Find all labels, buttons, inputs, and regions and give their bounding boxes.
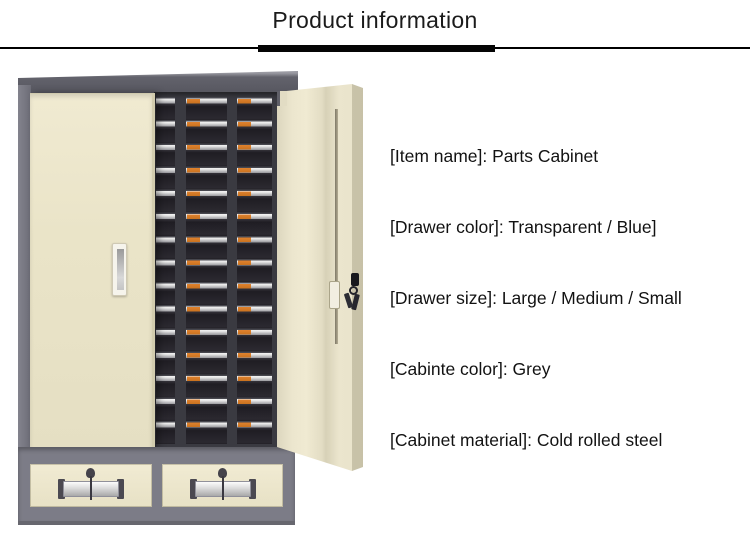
key-blade-icon: [343, 292, 354, 309]
door-latch-plate: [329, 281, 340, 309]
handle-knob: [86, 468, 95, 478]
drawer-column-right: [237, 97, 272, 444]
left-door-handle-slot: [117, 249, 124, 290]
open-right-door: [277, 83, 363, 472]
spec-drawer-size: [Drawer size]: Large / Medium / Small: [390, 288, 682, 308]
title-divider-accent: [258, 45, 495, 52]
handle-knob: [218, 468, 227, 478]
bottom-drawer-right-handle: [190, 468, 256, 504]
cabinet-left-frame: [18, 85, 31, 525]
handle-end-cap: [190, 479, 197, 499]
key-ring-icon: [349, 286, 358, 295]
key-blade-icon: [351, 293, 360, 311]
drawer-column-middle: [186, 97, 227, 444]
spec-cabinet-material: [Cabinet material]: Cold rolled steel: [390, 430, 663, 450]
left-door-handle: [112, 243, 127, 296]
door-lock-rod: [335, 109, 338, 344]
handle-pin: [222, 476, 224, 500]
spec-list: [Item name]: Parts Cabinet [Drawer color…: [390, 146, 682, 501]
door-lock-icon: [351, 273, 359, 286]
spec-drawer-color: [Drawer color]: Transparent / Blue]: [390, 217, 657, 237]
handle-end-cap: [249, 479, 256, 499]
handle-pin: [90, 476, 92, 500]
page-title: Product information: [272, 7, 478, 33]
bottom-drawer-left-handle: [58, 468, 124, 504]
drawer-column-left: [156, 97, 175, 444]
door-hinge: [277, 91, 287, 106]
handle-end-cap: [117, 479, 124, 499]
spec-item-name: [Item name]: Parts Cabinet: [390, 146, 599, 166]
closed-left-door: [30, 93, 155, 448]
open-door-face: [277, 84, 352, 471]
spec-cabinet-color: [Cabinte color]: Grey: [390, 359, 551, 379]
keys-icon: [343, 286, 365, 312]
handle-end-cap: [58, 479, 65, 499]
